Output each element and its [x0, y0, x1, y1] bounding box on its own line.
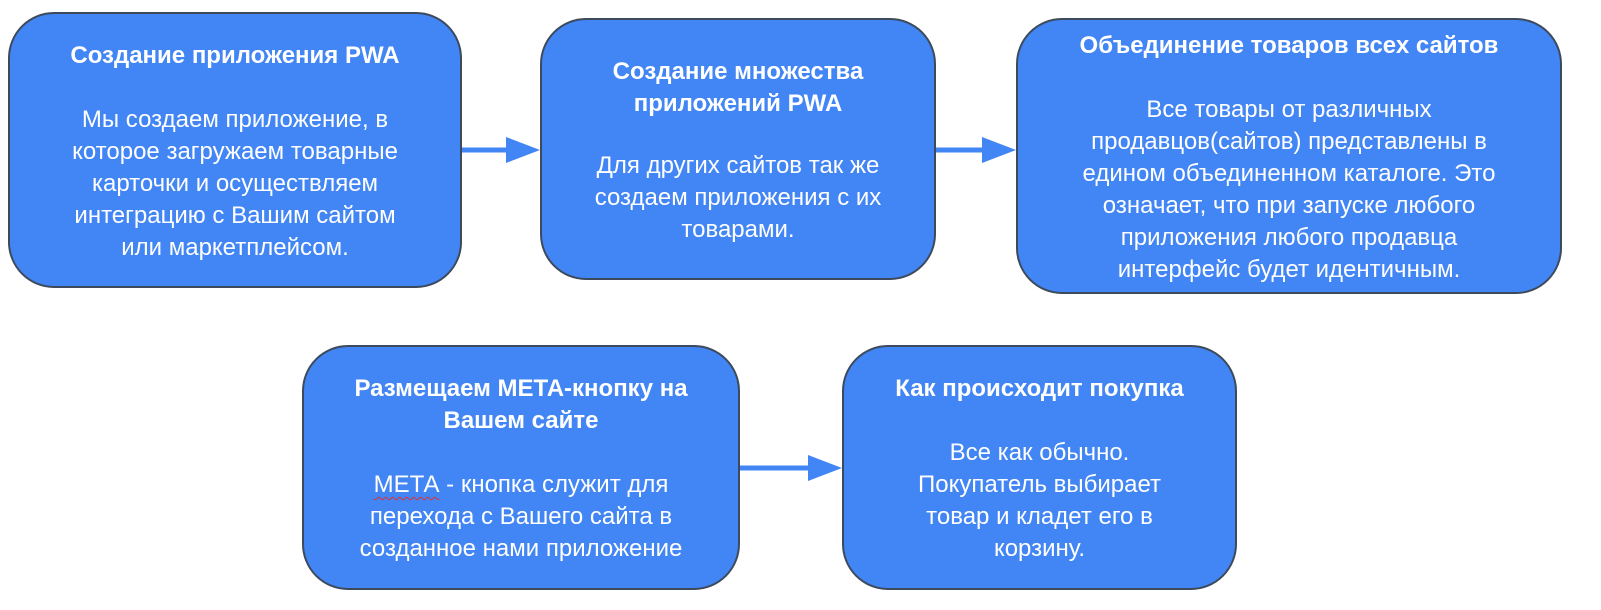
meta-term: МЕТА	[373, 471, 440, 498]
step-merge-catalog-title: Объединение товаров всех сайтов	[1079, 32, 1499, 59]
step-purchase-text: Все как обычно. Покупатель выбирает това…	[917, 439, 1162, 562]
step-create-pwa-box: Создание приложения PWA Мы создаем прило…	[8, 12, 462, 288]
step-create-pwa-text: Мы создаем приложение, в которое загружа…	[72, 106, 398, 261]
step-multiple-pwa-box: Создание множества приложений PWA Для др…	[540, 18, 936, 280]
arrow-step1-to-step2	[462, 137, 540, 163]
step-purchase-title: Как происходит покупка	[895, 375, 1184, 402]
meta-text-rest: перехода с Вашего сайта в созданное нами…	[359, 503, 683, 562]
step-meta-button-text: МЕТА - кнопка служит для перехода с Ваше…	[314, 469, 728, 565]
arrow-step4-to-step5	[740, 455, 842, 481]
step-multiple-pwa-text: Для других сайтов так же создаем приложе…	[594, 152, 882, 243]
step-create-pwa-title: Создание приложения PWA	[70, 42, 400, 69]
step-merge-catalog-box: Объединение товаров всех сайтов Все това…	[1016, 18, 1562, 294]
step-multiple-pwa-title: Создание множества приложений PWA	[612, 58, 864, 117]
step-meta-button-title: Размещаем МЕТА-кнопку на Вашем сайте	[354, 375, 688, 434]
meta-text-first-line: - кнопка служит для	[439, 471, 669, 498]
step-merge-catalog-text: Все товары от различных продавцов(сайтов…	[1082, 96, 1496, 283]
arrow-step2-to-step3	[936, 137, 1016, 163]
step-meta-button-box: Размещаем МЕТА-кнопку на Вашем сайте МЕТ…	[302, 345, 740, 590]
step-purchase-box: Как происходит покупка Все как обычно. П…	[842, 345, 1237, 590]
